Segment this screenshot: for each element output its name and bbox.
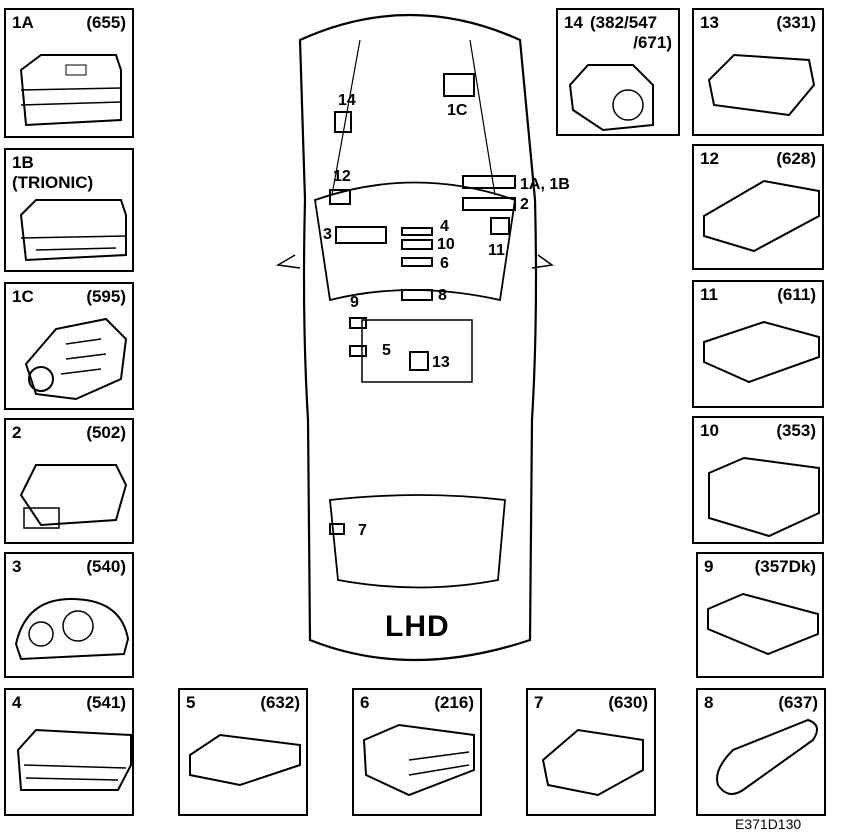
module-7-box: 7 (630) [526, 688, 656, 816]
control-unit-illustration [19, 464, 128, 529]
module-1a-box: 1A (655) [4, 8, 134, 138]
car-label-6: 6 [440, 255, 449, 272]
abs-unit-illustration [568, 64, 654, 132]
fuel-pump-illustration [24, 317, 128, 401]
module-subtitle: (TRIONIC) [12, 173, 94, 192]
module-6-box: 6 (216) [352, 688, 482, 816]
module-1c-box: 1C (595) [4, 282, 134, 410]
drive-side-label: LHD [385, 610, 450, 643]
module-part-number: (502) [86, 423, 126, 442]
module-number: 1C [12, 287, 34, 306]
module-number: 8 [704, 693, 714, 712]
control-unit-illustration [703, 320, 820, 384]
module-number: 11 [700, 285, 718, 304]
module-part-number: (382/547 [590, 13, 658, 32]
module-1b-box: 1B (TRIONIC) [4, 148, 134, 272]
module-2-box: 2 (502) [4, 418, 134, 544]
module-number: 1B [12, 153, 34, 172]
car-label-13: 13 [432, 354, 450, 371]
module-number: 6 [360, 693, 370, 712]
module-5-box: 5 (632) [178, 688, 308, 816]
car-label-10: 10 [437, 236, 455, 253]
module-4-box: 4 (541) [4, 688, 134, 816]
module-12-box: 12 (628) [692, 144, 824, 270]
module-number: 7 [534, 693, 544, 712]
module-number: 2 [12, 423, 22, 442]
module-part-number: (216) [434, 693, 474, 712]
car-top-view [275, 13, 554, 662]
instrument-cluster-illustration [14, 597, 130, 661]
car-label-3: 3 [323, 226, 332, 243]
car-label-5: 5 [382, 342, 391, 359]
module-number: 9 [704, 557, 714, 576]
module-number: 3 [12, 557, 22, 576]
control-unit-illustration [707, 592, 819, 656]
module-part-number: (540) [86, 557, 126, 576]
module-number: 14 [564, 13, 583, 32]
module-10-box: 10 (353) [692, 416, 824, 544]
module-part-number: (357Dk) [754, 557, 816, 576]
car-label-1c: 1C [447, 102, 468, 119]
car-label-2: 2 [520, 196, 529, 213]
module-part-number: (541) [86, 693, 126, 712]
module-11-box: 11 (611) [692, 280, 824, 408]
module-9-box: 9 (357Dk) [696, 552, 824, 678]
car-label-7: 7 [358, 522, 367, 539]
module-part-number: (331) [776, 13, 816, 32]
control-unit-illustration [19, 54, 122, 127]
module-number: 13 [700, 13, 719, 32]
module-3-box: 3 (540) [4, 552, 134, 678]
radio-illustration [708, 456, 820, 538]
module-8-box: 8 (637) [696, 688, 826, 816]
module-number: 1A [12, 13, 34, 32]
module-part-number: (630) [608, 693, 648, 712]
module-part-number: (632) [260, 693, 300, 712]
control-unit-illustration [189, 733, 301, 787]
climate-panel-illustration [16, 728, 132, 791]
car-label-12: 12 [333, 168, 351, 185]
car-label-9: 9 [350, 294, 359, 311]
module-part-number: (611) [777, 285, 816, 304]
module-number: 5 [186, 693, 196, 712]
module-part-number: (595) [86, 287, 126, 306]
figure-code: E371D130 [735, 816, 802, 832]
car-label-11: 11 [488, 242, 505, 259]
module-number: 12 [700, 149, 719, 168]
mirror-illustration [716, 718, 818, 795]
module-number: 10 [700, 421, 719, 440]
control-unit-illustration [541, 728, 644, 797]
module-part-number: (628) [776, 149, 816, 168]
module-part-number: (655) [86, 13, 126, 32]
module-part-number: (353) [776, 421, 816, 440]
car-label-8: 8 [438, 287, 447, 304]
module-part-number: (637) [778, 693, 818, 712]
module-14-box: 14 (382/547 /671) [556, 8, 680, 136]
module-13-box: 13 (331) [692, 8, 824, 136]
module-number: 4 [12, 693, 22, 712]
control-unit-illustration [19, 199, 127, 262]
climate-panel-illustration [362, 723, 475, 797]
control-unit-illustration [703, 179, 820, 253]
car-label-4: 4 [440, 218, 449, 235]
car-label-14: 14 [338, 92, 356, 109]
airbag-module-illustration [707, 53, 816, 117]
module-subtitle: /671) [633, 33, 672, 52]
car-label-1a-1b: 1A, 1B [520, 176, 570, 193]
